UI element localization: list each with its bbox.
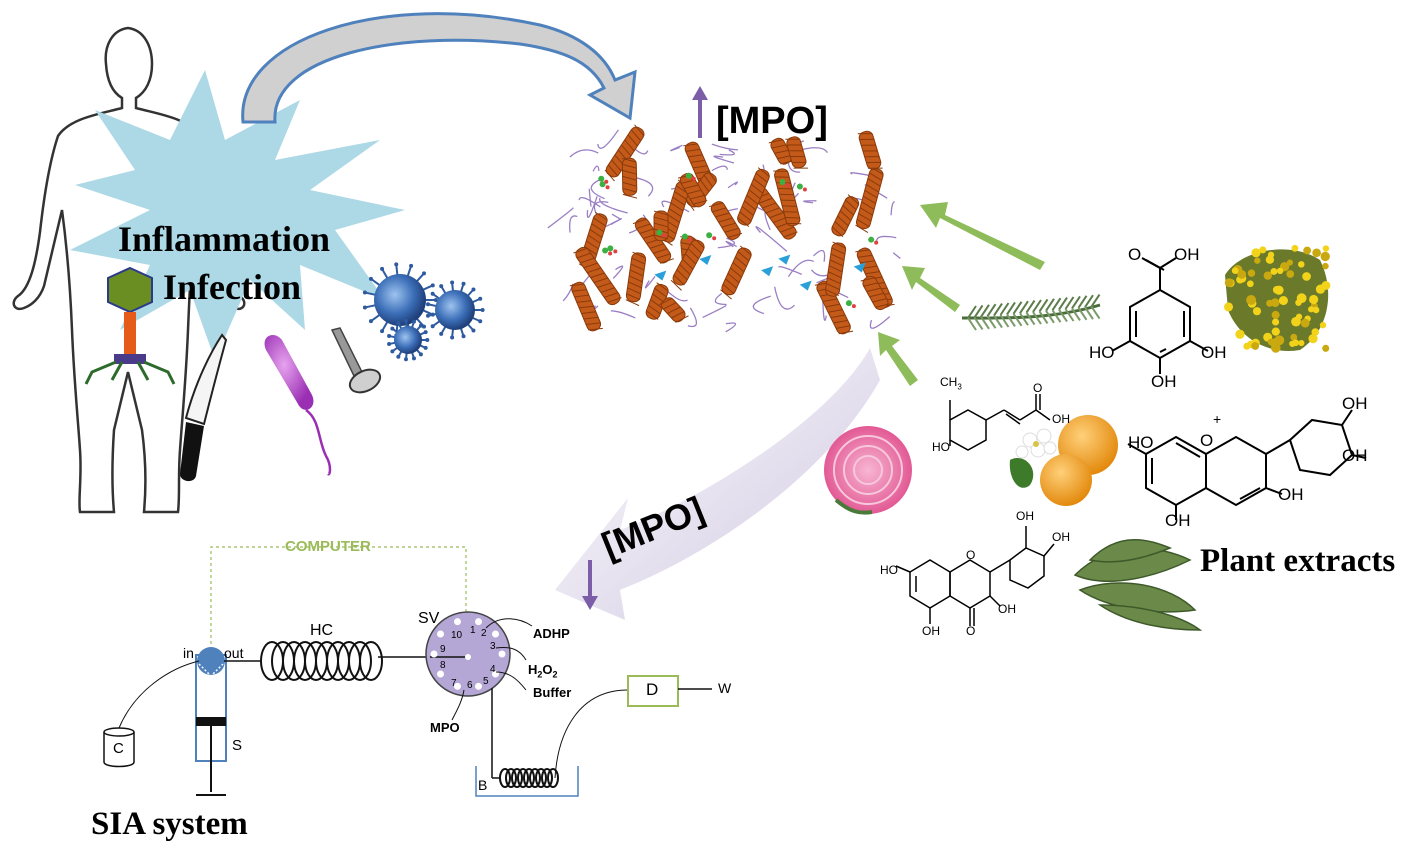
- bacterium-icon: [264, 335, 332, 476]
- cyanidin-oh3-label: OH: [1278, 485, 1304, 504]
- gallic-oh-right-label: OH: [1201, 343, 1227, 362]
- gallic-oh-bottom-label: OH: [1151, 372, 1177, 391]
- out-label: out: [224, 645, 244, 661]
- cyanidin-oh4-label: OH: [1165, 511, 1191, 530]
- nail-icon: [330, 327, 382, 394]
- inflammation-label: Inflammation: [118, 219, 331, 259]
- gallic-acid-structure: [1111, 257, 1209, 374]
- quercetin-oh-top2-label: OH: [1052, 530, 1070, 544]
- quercetin-ho-label: HO: [880, 563, 898, 577]
- h2o2-h: H: [528, 662, 538, 677]
- quercetin-oh-bot-label: OH: [922, 624, 940, 638]
- quercetin-structure: [895, 526, 1055, 626]
- quercetin-o-ring-label: O: [966, 548, 976, 562]
- gallic-oh-left-label: HO: [1089, 343, 1115, 362]
- ferulic-ch3-label: CH3: [940, 375, 962, 391]
- h2o2-o: O: [542, 662, 553, 677]
- valve-port-1: 1: [470, 625, 476, 636]
- gallic-oh-top-label: OH: [1174, 245, 1200, 264]
- mpo-port-label: MPO: [430, 720, 460, 735]
- carrier-label: C: [113, 740, 124, 757]
- cyanidin-oh2-label: OH: [1342, 446, 1368, 465]
- syringe-label: S: [232, 737, 243, 754]
- valve-port-7: 7: [451, 678, 457, 689]
- mpo-increase-arrow: [692, 86, 708, 138]
- mimosa-flowers-icon: [1223, 244, 1331, 353]
- quercetin-oh-mid-label: OH: [998, 602, 1016, 616]
- inflammation-burst: [70, 70, 405, 360]
- valve-port-5: 5: [483, 676, 489, 687]
- bath-label: B: [478, 777, 488, 793]
- valve-port-2: 2: [481, 628, 487, 639]
- mpo-to-sia-arrow: [555, 348, 880, 620]
- gallic-o-label: O: [1128, 245, 1142, 264]
- h2o2-label: H2O2: [528, 662, 558, 680]
- infection-label: Infection: [163, 267, 301, 307]
- in-label: in: [183, 645, 194, 661]
- infection-to-mpo-arrow: [241, 12, 637, 124]
- valve-port-6: 6: [467, 680, 473, 691]
- orange-fruit-icon: [1009, 415, 1118, 506]
- rosemary-icon: [961, 294, 1101, 331]
- valve-port-10: 10: [451, 630, 463, 641]
- valve-port-9: 9: [440, 644, 446, 655]
- valve-port-4: 4: [490, 664, 496, 675]
- computer-label: COMPUTER: [285, 538, 371, 555]
- cyanidin-oh1-label: OH: [1342, 394, 1368, 413]
- detector-label: D: [646, 680, 659, 699]
- ferulic-o-label: O: [1033, 381, 1043, 395]
- plant-to-mpo-arrows: [878, 202, 1045, 386]
- holding-coil-label: HC: [310, 622, 334, 639]
- knife-icon: [180, 333, 228, 482]
- camellia-flower-icon: [824, 426, 912, 515]
- cyanidin-o-label: O: [1200, 431, 1214, 450]
- waste-label: W: [718, 680, 732, 696]
- valve-port-8: 8: [440, 660, 446, 671]
- ferulic-acid-structure: [949, 394, 1051, 451]
- quercetin-o-bot-label: O: [966, 624, 976, 638]
- cyanidin-ho-label: HO: [1128, 433, 1154, 452]
- bacteriophage-icon: [84, 266, 176, 385]
- buffer-label: Buffer: [533, 685, 572, 700]
- sia-system-diagram: [103, 546, 712, 797]
- cyanidin-structure: [1127, 409, 1367, 520]
- virus-cluster-icon: [362, 262, 485, 362]
- mpo-protein-structure: [547, 124, 901, 335]
- quercetin-oh-top-label: OH: [1016, 509, 1034, 523]
- bay-leaves-icon: [1073, 539, 1203, 631]
- valve-port-3: 3: [490, 641, 496, 652]
- ferulic-ch: CH: [940, 375, 958, 389]
- adhp-label: ADHP: [533, 626, 570, 641]
- ferulic-ch3-sub: 3: [957, 382, 962, 392]
- plant-extracts-label: Plant extracts: [1200, 543, 1396, 579]
- mpo-decrease-arrow: [582, 560, 598, 610]
- h2o2-sub-2: 2: [552, 669, 558, 680]
- ferulic-ho-label: HO: [932, 440, 950, 454]
- selection-valve-label: SV: [418, 610, 440, 627]
- ferulic-oh-label: OH: [1052, 412, 1070, 426]
- cyanidin-plus-label: +: [1213, 411, 1222, 427]
- mpo-up-label: [MPO]: [716, 100, 828, 142]
- h2o2-sub-1: 2: [537, 669, 543, 680]
- sia-system-label: SIA system: [91, 806, 248, 842]
